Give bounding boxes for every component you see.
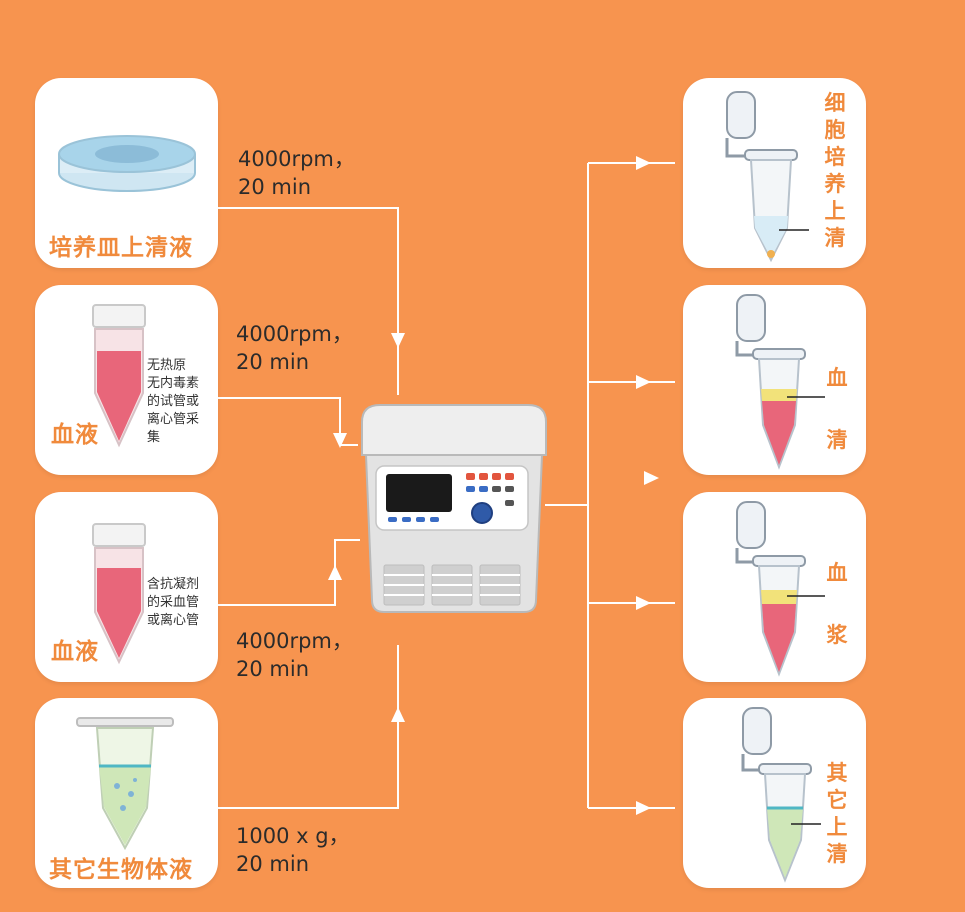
input-label-serum: 血液 [51, 422, 99, 448]
arrow-output-1 [636, 156, 651, 170]
output-card-culture-supernatant: 细胞培养上清 [683, 78, 866, 268]
supernatant-tube-icon [725, 91, 809, 263]
speed-label-2: 4000rpm， 20 min [236, 322, 353, 374]
output-label-plasma: 血浆 [826, 561, 848, 647]
input-label-culture: 培养皿上清液 [49, 235, 193, 261]
blood-tube-icon [92, 304, 146, 448]
output-card-serum: 血清 [683, 285, 866, 475]
connector-input-1 [218, 207, 399, 395]
arrow-output-mid [644, 471, 659, 485]
arrow-input-1 [391, 333, 405, 348]
arrow-output-2 [636, 375, 651, 389]
anticoagulant-tube-icon [92, 523, 146, 665]
output-label-serum: 血清 [826, 366, 848, 452]
speed-label-4: 1000 x g， 20 min [236, 824, 350, 876]
connector-input-2 [218, 397, 358, 446]
connector-input-3 [218, 539, 360, 606]
input-label-plasma: 血液 [51, 639, 99, 665]
connector-input-4 [218, 645, 399, 809]
output-label-other: 其它上清 [826, 761, 848, 866]
input-label-other: 其它生物体液 [49, 857, 193, 883]
speed-label-3: 4000rpm， 20 min [236, 629, 353, 681]
microtube-icon [76, 717, 174, 851]
arrow-output-4 [636, 801, 651, 815]
input-card-culture: 培养皿上清液 [35, 78, 218, 268]
output-card-other-supernatant: 其它上清 [683, 698, 866, 888]
arrow-input-2 [333, 433, 347, 448]
arrow-input-4 [391, 707, 405, 722]
input-card-plasma-blood: 含抗凝剂 的采血管 或离心管 血液 [35, 492, 218, 682]
speed-label-1: 4000rpm， 20 min [238, 147, 355, 199]
other-supernatant-tube-icon [741, 707, 821, 883]
output-label-culture: 细胞培养上清 [824, 91, 846, 250]
input-note-plasma: 含抗凝剂 的采血管 或离心管 [147, 577, 200, 628]
arrow-input-3 [328, 565, 342, 580]
input-card-serum-blood: 无热原 无内毒素 的试管或 离心管采 集 血液 [35, 285, 218, 475]
plasma-tube-icon [735, 501, 825, 677]
input-note-serum: 无热原 无内毒素 的试管或 离心管采 集 [147, 358, 200, 445]
petri-dish-icon [58, 135, 196, 192]
input-card-other: 其它生物体液 [35, 698, 218, 888]
output-card-plasma: 血浆 [683, 492, 866, 682]
serum-tube-icon [735, 294, 825, 470]
arrow-output-3 [636, 596, 651, 610]
